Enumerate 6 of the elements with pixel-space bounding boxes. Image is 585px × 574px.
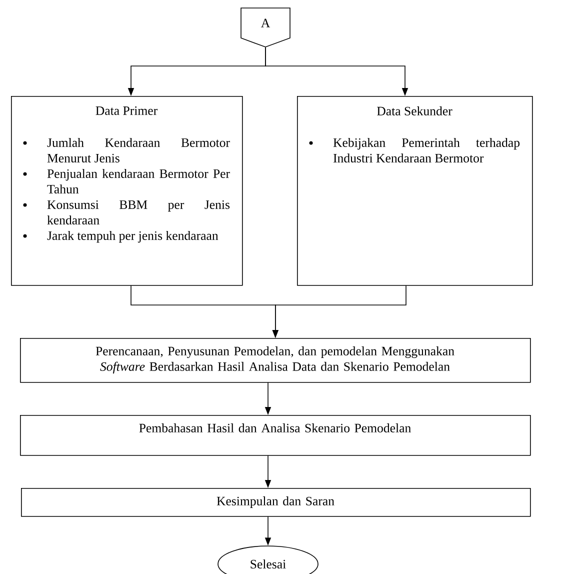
process-box: Kesimpulan dan Saran: [21, 488, 531, 517]
off-page-connector: A: [240, 8, 290, 48]
process-box: Pembahasan Hasil dan Analisa Skenario Pemodelan: [20, 415, 531, 456]
process-box: Data Primer Jumlah Kendaraan Bermotor Menurut Jenis Penjualan kendaraan Bermotor Per Tahun Konsumsi BBM per Jenis kendaraan Jarak tempuh per jenis kendaraan: [11, 96, 243, 286]
process-box: Perencanaan, Penyusunan Pemodelan, dan pemodelan Menggunakan Software Berdasarkan Hasil Analisa Data dan Skenario Pemodelan: [20, 338, 531, 383]
process-box: Data Sekunder Kebijakan Pemerintah terhadap Industri Kendaraan Bermotor: [297, 96, 533, 286]
